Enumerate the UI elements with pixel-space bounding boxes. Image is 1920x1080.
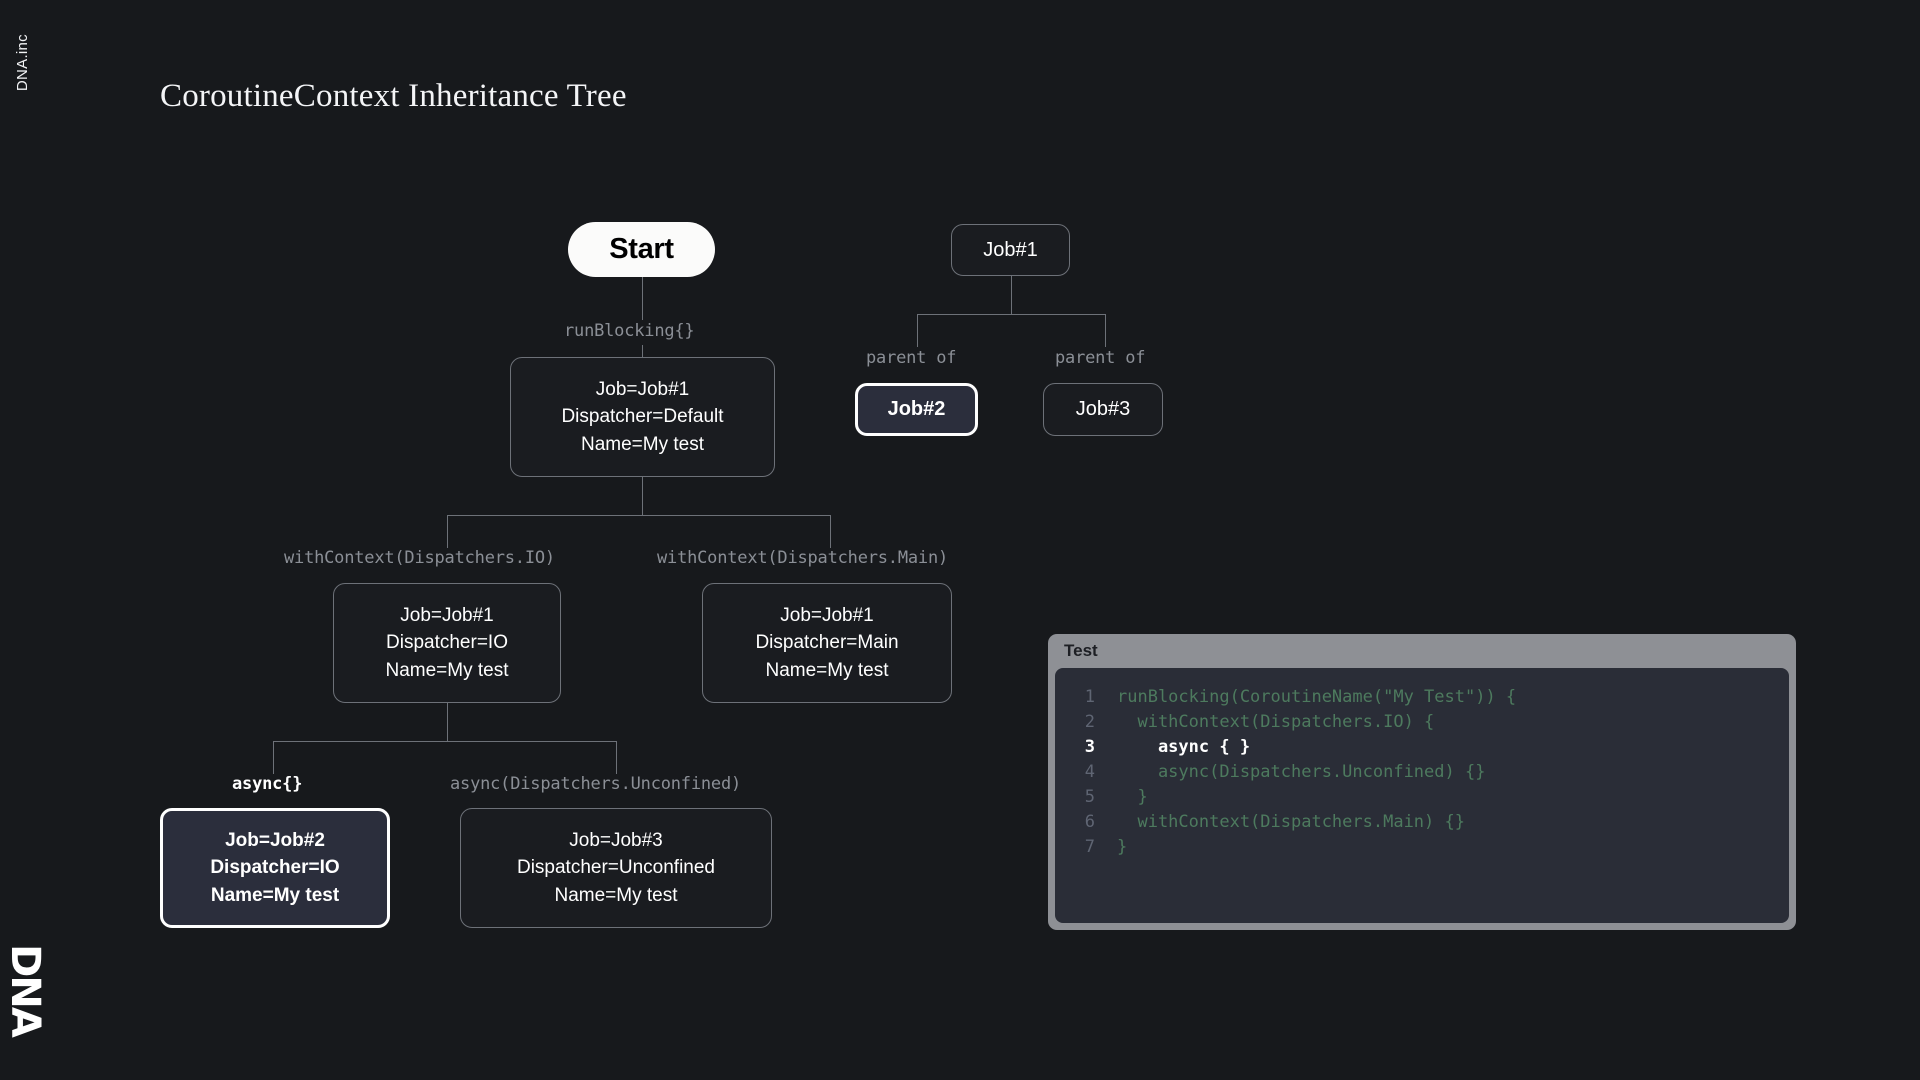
connector-job1-down: [1011, 276, 1012, 314]
code-line[interactable]: 7}: [1055, 834, 1789, 859]
connector-run-blocking-tail: [642, 345, 643, 358]
code-editor[interactable]: 1 runBlocking(CoroutineName("My Test")) {…: [1055, 668, 1789, 923]
connector-root-down: [642, 477, 643, 515]
connector-async-braces-branch: [273, 741, 274, 774]
node-async-job2-line2: Dispatcher=IO: [210, 857, 340, 879]
edge-label-async-unconfined: async(Dispatchers.Unconfined): [450, 774, 742, 794]
node-job3[interactable]: Job#3: [1043, 383, 1163, 436]
node-job3-label: Job#3: [1075, 398, 1131, 421]
page-title: CoroutineContext Inheritance Tree: [160, 78, 627, 114]
code-panel-title: Test: [1064, 641, 1098, 660]
connector-job1-split: [917, 314, 1106, 315]
code-line-number: 3: [1084, 736, 1095, 757]
node-job2-label: Job#2: [887, 398, 946, 421]
node-main-context-line1: Job=Job#1: [780, 604, 874, 626]
connector-async-unconfined-branch: [616, 741, 617, 774]
edge-label-async-braces: async{}: [232, 774, 303, 794]
edge-label-with-context-io: withContext(Dispatchers.IO): [284, 548, 555, 568]
node-job1[interactable]: Job#1: [951, 224, 1070, 276]
code-line[interactable]: 6 withContext(Dispatchers.Main) {}: [1055, 809, 1789, 834]
connector-job3-branch: [1105, 314, 1106, 347]
node-async-job3-line2: Dispatcher=Unconfined: [516, 857, 716, 879]
node-async-job2-line1: Job=Job#2: [225, 829, 325, 851]
connector-io-down: [447, 703, 448, 741]
code-panel: Test 1 runBlocking(CoroutineName("My Test…: [1048, 634, 1796, 930]
node-async-job2[interactable]: Job=Job#2 Dispatcher=IO Name=My test: [160, 808, 390, 928]
code-line[interactable]: 5 }: [1055, 784, 1789, 809]
node-io-context-line3: Name=My test: [385, 659, 509, 681]
connector-root-split: [447, 515, 831, 516]
node-start[interactable]: Start: [568, 222, 715, 277]
node-io-context[interactable]: Job=Job#1 Dispatcher=IO Name=My test: [333, 583, 561, 703]
code-line-text: runBlocking(CoroutineName("My Test")) {: [1117, 686, 1517, 707]
node-async-job2-line3: Name=My test: [210, 884, 340, 906]
code-line-number: 5: [1084, 786, 1095, 807]
code-line[interactable]: 1 runBlocking(CoroutineName("My Test")) {: [1055, 684, 1789, 709]
connector-async-split: [273, 741, 617, 742]
edge-label-parent-of-left: parent of: [866, 348, 957, 368]
edge-label-with-context-main: withContext(Dispatchers.Main): [657, 548, 949, 568]
code-line-number: 6: [1084, 811, 1095, 832]
code-line[interactable]: 4 async(Dispatchers.Unconfined) {}: [1055, 759, 1789, 784]
edge-label-parent-of-right: parent of: [1055, 348, 1146, 368]
connector-job2-branch: [917, 314, 918, 347]
connector-io-branch: [447, 515, 448, 548]
node-start-label: Start: [609, 232, 674, 265]
node-async-job3[interactable]: Job=Job#3 Dispatcher=Unconfined Name=My …: [460, 808, 772, 928]
code-line[interactable]: 3 async { }: [1055, 734, 1789, 759]
node-main-context[interactable]: Job=Job#1 Dispatcher=Main Name=My test: [702, 583, 952, 703]
code-line-text: }: [1117, 786, 1148, 807]
node-main-context-line3: Name=My test: [765, 659, 889, 681]
code-line-text: }: [1117, 836, 1128, 857]
node-root-context[interactable]: Job=Job#1 Dispatcher=Default Name=My tes…: [510, 357, 775, 477]
connector-start-root: [642, 277, 643, 320]
code-line-text: async(Dispatchers.Unconfined) {}: [1117, 761, 1486, 782]
node-async-job3-line3: Name=My test: [554, 884, 678, 906]
edge-label-run-blocking: runBlocking{}: [564, 321, 695, 341]
node-root-context-line2: Dispatcher=Default: [561, 406, 724, 428]
node-io-context-line1: Job=Job#1: [400, 604, 494, 626]
node-io-context-line2: Dispatcher=IO: [386, 632, 508, 654]
code-line-number: 7: [1084, 836, 1095, 857]
code-line[interactable]: 2 withContext(Dispatchers.IO) {: [1055, 709, 1789, 734]
code-line-text: async { }: [1117, 736, 1251, 757]
code-line-number: 1: [1084, 686, 1095, 707]
code-line-number: 2: [1084, 711, 1095, 732]
node-job1-label: Job#1: [983, 238, 1038, 261]
code-line-number: 4: [1084, 761, 1095, 782]
node-main-context-line2: Dispatcher=Main: [755, 632, 899, 654]
code-line-text: withContext(Dispatchers.Main) {}: [1117, 811, 1465, 832]
node-async-job3-line1: Job=Job#3: [569, 829, 663, 851]
node-root-context-line3: Name=My test: [580, 433, 704, 455]
connector-main-branch: [830, 515, 831, 548]
node-root-context-line1: Job=Job#1: [595, 378, 690, 400]
code-line-text: withContext(Dispatchers.IO) {: [1117, 711, 1435, 732]
node-job2[interactable]: Job#2: [855, 383, 978, 436]
